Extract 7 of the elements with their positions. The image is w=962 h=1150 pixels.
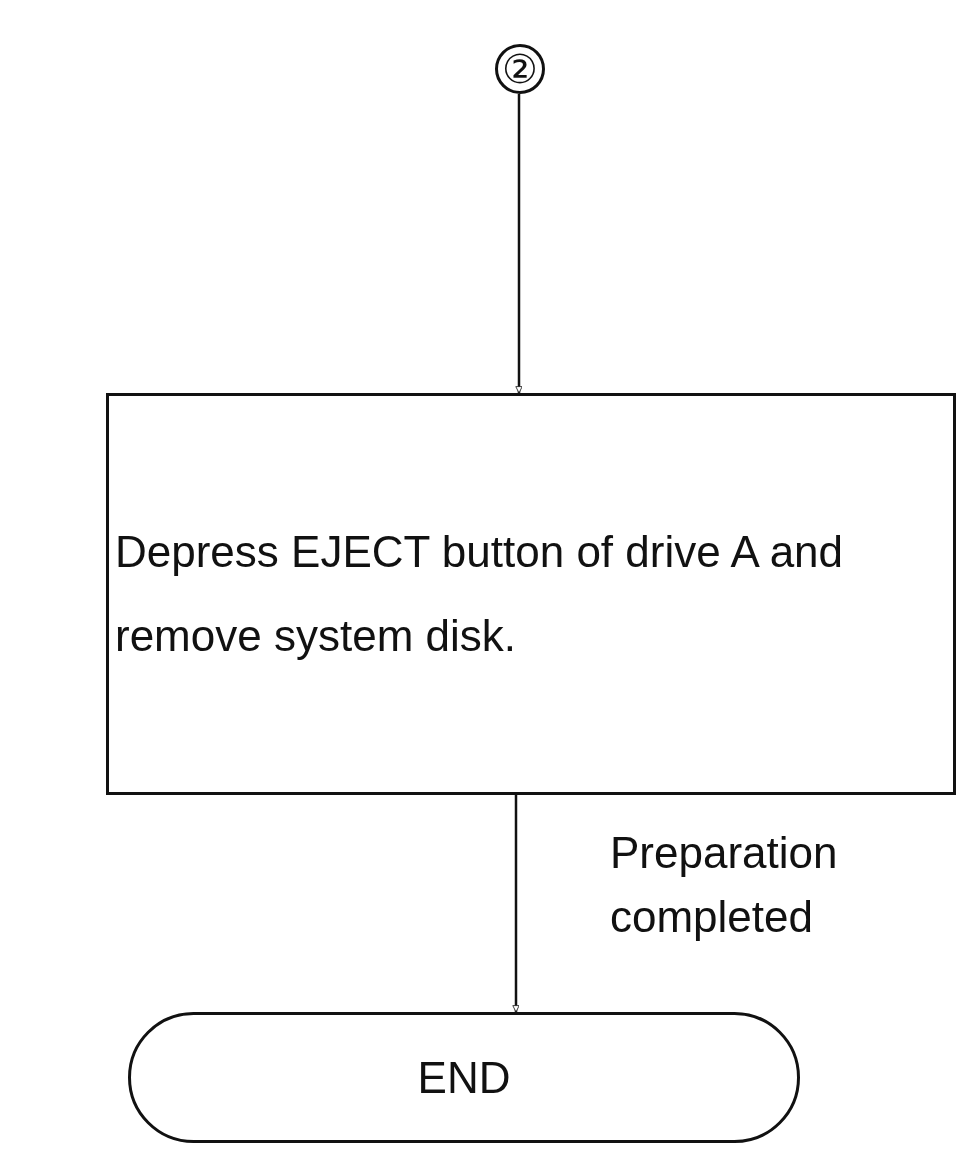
arrow <box>515 94 523 394</box>
arrow <box>512 795 520 1013</box>
process-box <box>106 393 956 795</box>
connector-number: ② <box>502 46 538 92</box>
connector-circle <box>495 44 545 94</box>
terminator-label: END <box>417 1052 511 1103</box>
step-text: Depress EJECT button of drive A and remove system disk. <box>115 526 845 662</box>
